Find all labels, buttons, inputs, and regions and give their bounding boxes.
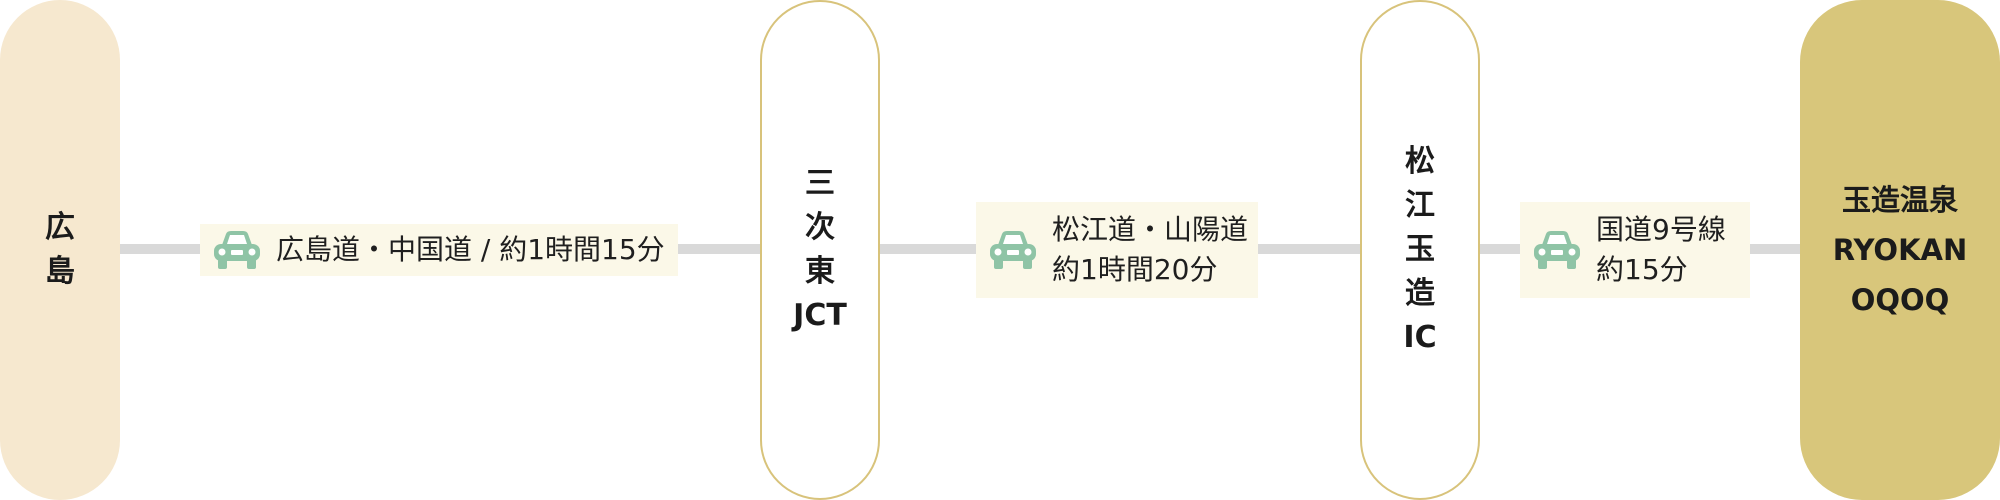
stop-hiroshima: 広 島: [0, 0, 120, 500]
segment-label: 国道9号線 約15分: [1520, 202, 1750, 298]
segment-text: 国道9号線 約15分: [1596, 213, 1726, 286]
stop-ryokan-oqoq: 玉造温泉 RYOKAN OQOQ: [1800, 0, 2000, 500]
segment-label: 松江道・山陽道 約1時間20分: [976, 202, 1258, 298]
stop-miyoshi-higashi-jct: 三 次 東 JCT: [760, 0, 880, 500]
route-line: [118, 244, 1802, 254]
segment-label: 広島道・中国道 / 約1時間15分: [200, 224, 678, 276]
stop-label: 三 次 東 JCT: [793, 166, 847, 333]
stop-label: 玉造温泉 RYOKAN OQOQ: [1832, 183, 1968, 317]
car-icon: [990, 231, 1036, 269]
stop-label: 広 島: [45, 210, 75, 289]
stop-label: 松 江 玉 造 IC: [1403, 144, 1437, 355]
segment-text: 松江道・山陽道 約1時間20分: [1052, 213, 1249, 286]
car-icon: [1534, 231, 1580, 269]
car-icon: [214, 231, 260, 269]
stop-matsue-tamatsukuri-ic: 松 江 玉 造 IC: [1360, 0, 1480, 500]
segment-text: 広島道・中国道 / 約1時間15分: [276, 233, 665, 266]
